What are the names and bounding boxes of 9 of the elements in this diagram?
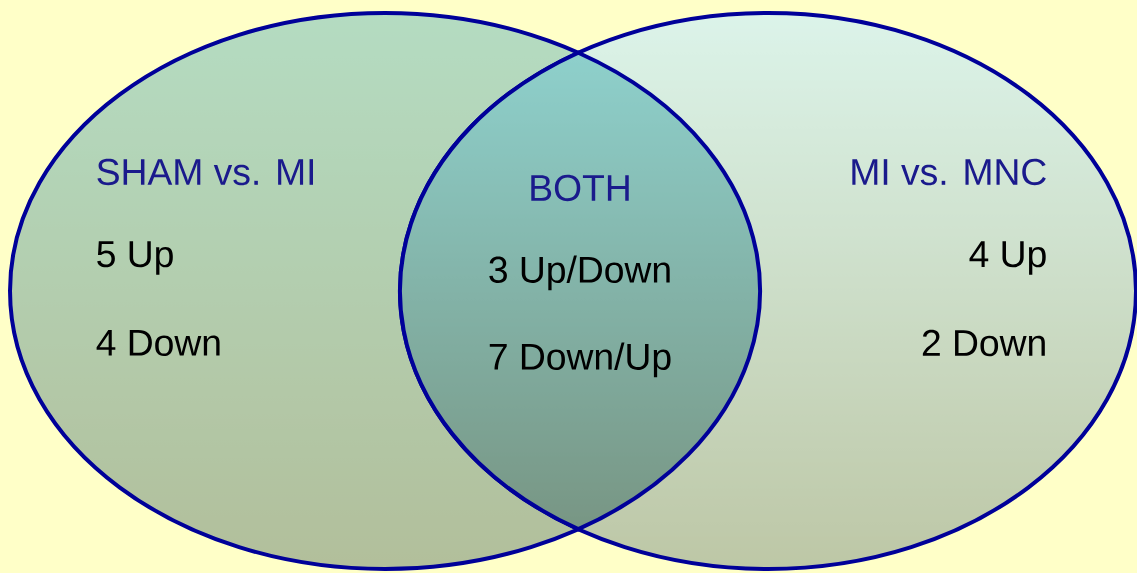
count-label: 4 Up bbox=[969, 241, 1046, 275]
set-heading: MI vs. MNC bbox=[852, 158, 1046, 186]
set-heading: SHAM vs. MI bbox=[97, 158, 313, 186]
count-label: 2 Down bbox=[922, 329, 1045, 357]
set-heading: BOTH bbox=[531, 174, 629, 202]
count-label: 5 Up bbox=[97, 241, 173, 275]
count-label: 3 Up/Down bbox=[489, 255, 670, 291]
count-label: 7 Down/Up bbox=[489, 342, 671, 378]
count-label: 4 Down bbox=[96, 330, 220, 356]
